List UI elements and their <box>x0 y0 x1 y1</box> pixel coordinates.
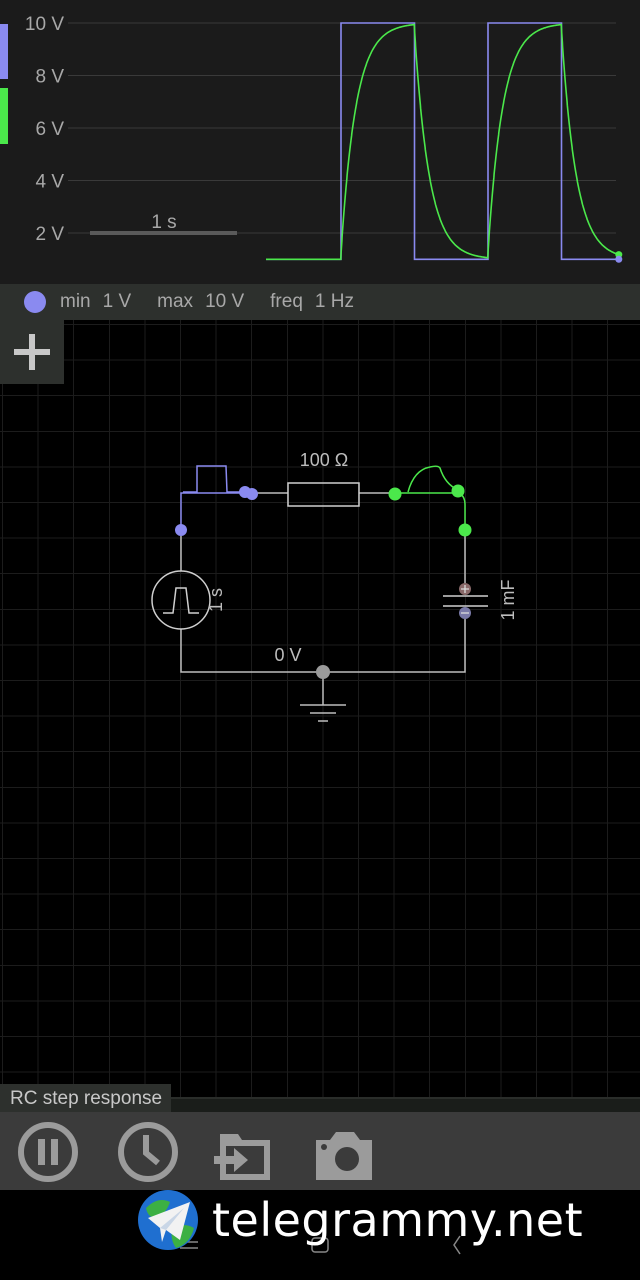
source-trace-endpoint <box>615 255 623 263</box>
oscilloscope-panel[interactable]: 10 V 8 V 6 V 4 V 2 V 1 s <box>0 0 640 284</box>
ground-label: 0 V <box>274 645 301 665</box>
resistor-out-node[interactable] <box>388 487 402 501</box>
circuit-canvas[interactable] <box>0 320 640 1098</box>
resistor-label: 100 Ω <box>300 450 349 470</box>
y-tick-label: 8 V <box>35 67 64 88</box>
source-color-indicator <box>24 291 46 313</box>
scope-plot: 10 V 8 V 6 V 4 V 2 V 1 s <box>25 14 623 263</box>
resistor-in-node[interactable] <box>246 488 258 500</box>
pulse-source[interactable] <box>151 570 211 630</box>
freq-value: 1 Hz <box>314 291 354 312</box>
source-waveform-probe <box>183 465 245 493</box>
y-tick-label: 2 V <box>35 224 64 245</box>
capacitor-label: 1 mF <box>498 579 518 620</box>
watermark: telegrammy.net <box>136 1188 583 1252</box>
plus-icon <box>461 585 469 593</box>
channel-1-legend[interactable] <box>0 24 8 79</box>
clock-icon[interactable] <box>116 1120 180 1184</box>
source-info-bar[interactable]: min 1 V max 10 V freq 1 Hz <box>0 284 640 320</box>
watermark-text: telegrammy.net <box>212 1193 584 1247</box>
output-corner-node[interactable] <box>451 484 465 498</box>
home-icon <box>311 1237 329 1253</box>
max-label: max <box>157 291 194 312</box>
capacitor-top-node[interactable] <box>458 523 472 537</box>
min-value: 1 V <box>102 291 132 312</box>
bottom-toolbar <box>0 1112 640 1190</box>
y-tick-label: 10 V <box>25 14 64 35</box>
source-wire[interactable] <box>180 492 245 530</box>
back-icon <box>453 1235 461 1255</box>
ground-symbol[interactable] <box>300 672 346 722</box>
capacitor-voltage-trace <box>266 23 620 261</box>
circuit-title[interactable]: RC step response <box>0 1084 172 1112</box>
camera-icon[interactable] <box>312 1120 376 1184</box>
source-period-label: 1 s <box>206 588 226 612</box>
plus-icon <box>14 334 50 370</box>
time-scale-label: 1 s <box>151 212 176 233</box>
min-label: min <box>60 291 91 312</box>
nav-buttons[interactable] <box>178 1230 478 1260</box>
channel-2-legend[interactable] <box>0 88 8 144</box>
import-folder-icon[interactable] <box>212 1120 276 1184</box>
freq-label: freq <box>270 291 303 312</box>
system-nav-bar <box>0 1190 640 1280</box>
source-top-node[interactable] <box>175 524 187 536</box>
resistor[interactable] <box>287 482 360 507</box>
add-component-button[interactable] <box>0 320 64 384</box>
output-waveform-probe <box>407 465 459 493</box>
ground-node[interactable] <box>316 665 330 679</box>
y-tick-label: 4 V <box>35 172 64 193</box>
pause-icon[interactable] <box>16 1120 80 1184</box>
pulse-icon <box>163 587 199 614</box>
circuit-wires[interactable] <box>180 492 466 673</box>
circuit-diagram[interactable]: 100 Ω 0 V 1 s 1 mF <box>0 320 640 1098</box>
capacitor[interactable] <box>443 595 488 607</box>
y-tick-label: 6 V <box>35 119 64 140</box>
output-wire[interactable] <box>395 492 466 530</box>
max-value: 10 V <box>205 291 245 312</box>
telegram-globe-logo <box>138 1190 198 1250</box>
